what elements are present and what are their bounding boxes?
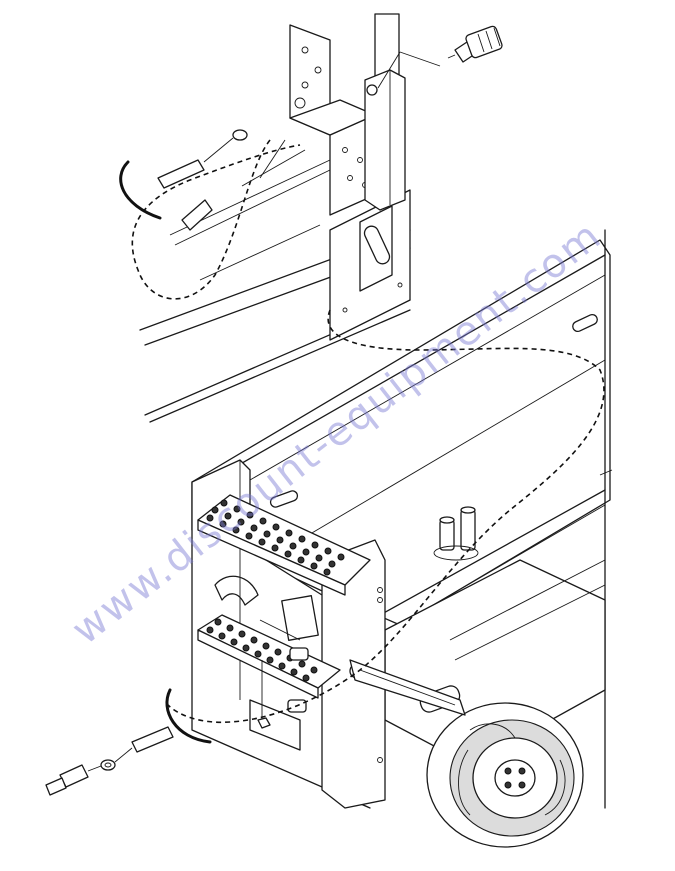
- detail-callout-outline: [167, 309, 605, 724]
- detail-callout-outline: [131, 139, 301, 300]
- internal-hardware: [214, 575, 319, 751]
- hinge-arm: [349, 659, 466, 716]
- upper-end-plate: [329, 189, 411, 341]
- upper-hinge-pin: [157, 129, 248, 231]
- lower-hinge-pin-parts: [45, 726, 174, 796]
- step-ladder-upper: [197, 494, 371, 596]
- rotation-arrow-icon: [119, 160, 162, 220]
- mast-tube: [364, 13, 406, 211]
- wheel: [426, 702, 584, 848]
- step-ladder-lower: [197, 614, 341, 699]
- quick-coupler-fitting: [377, 25, 503, 89]
- lower-chassis-view: [45, 229, 613, 848]
- rotation-arrow-icon: [165, 688, 212, 744]
- upper-detail-view: [119, 13, 503, 423]
- mounting-bracket: [289, 24, 376, 216]
